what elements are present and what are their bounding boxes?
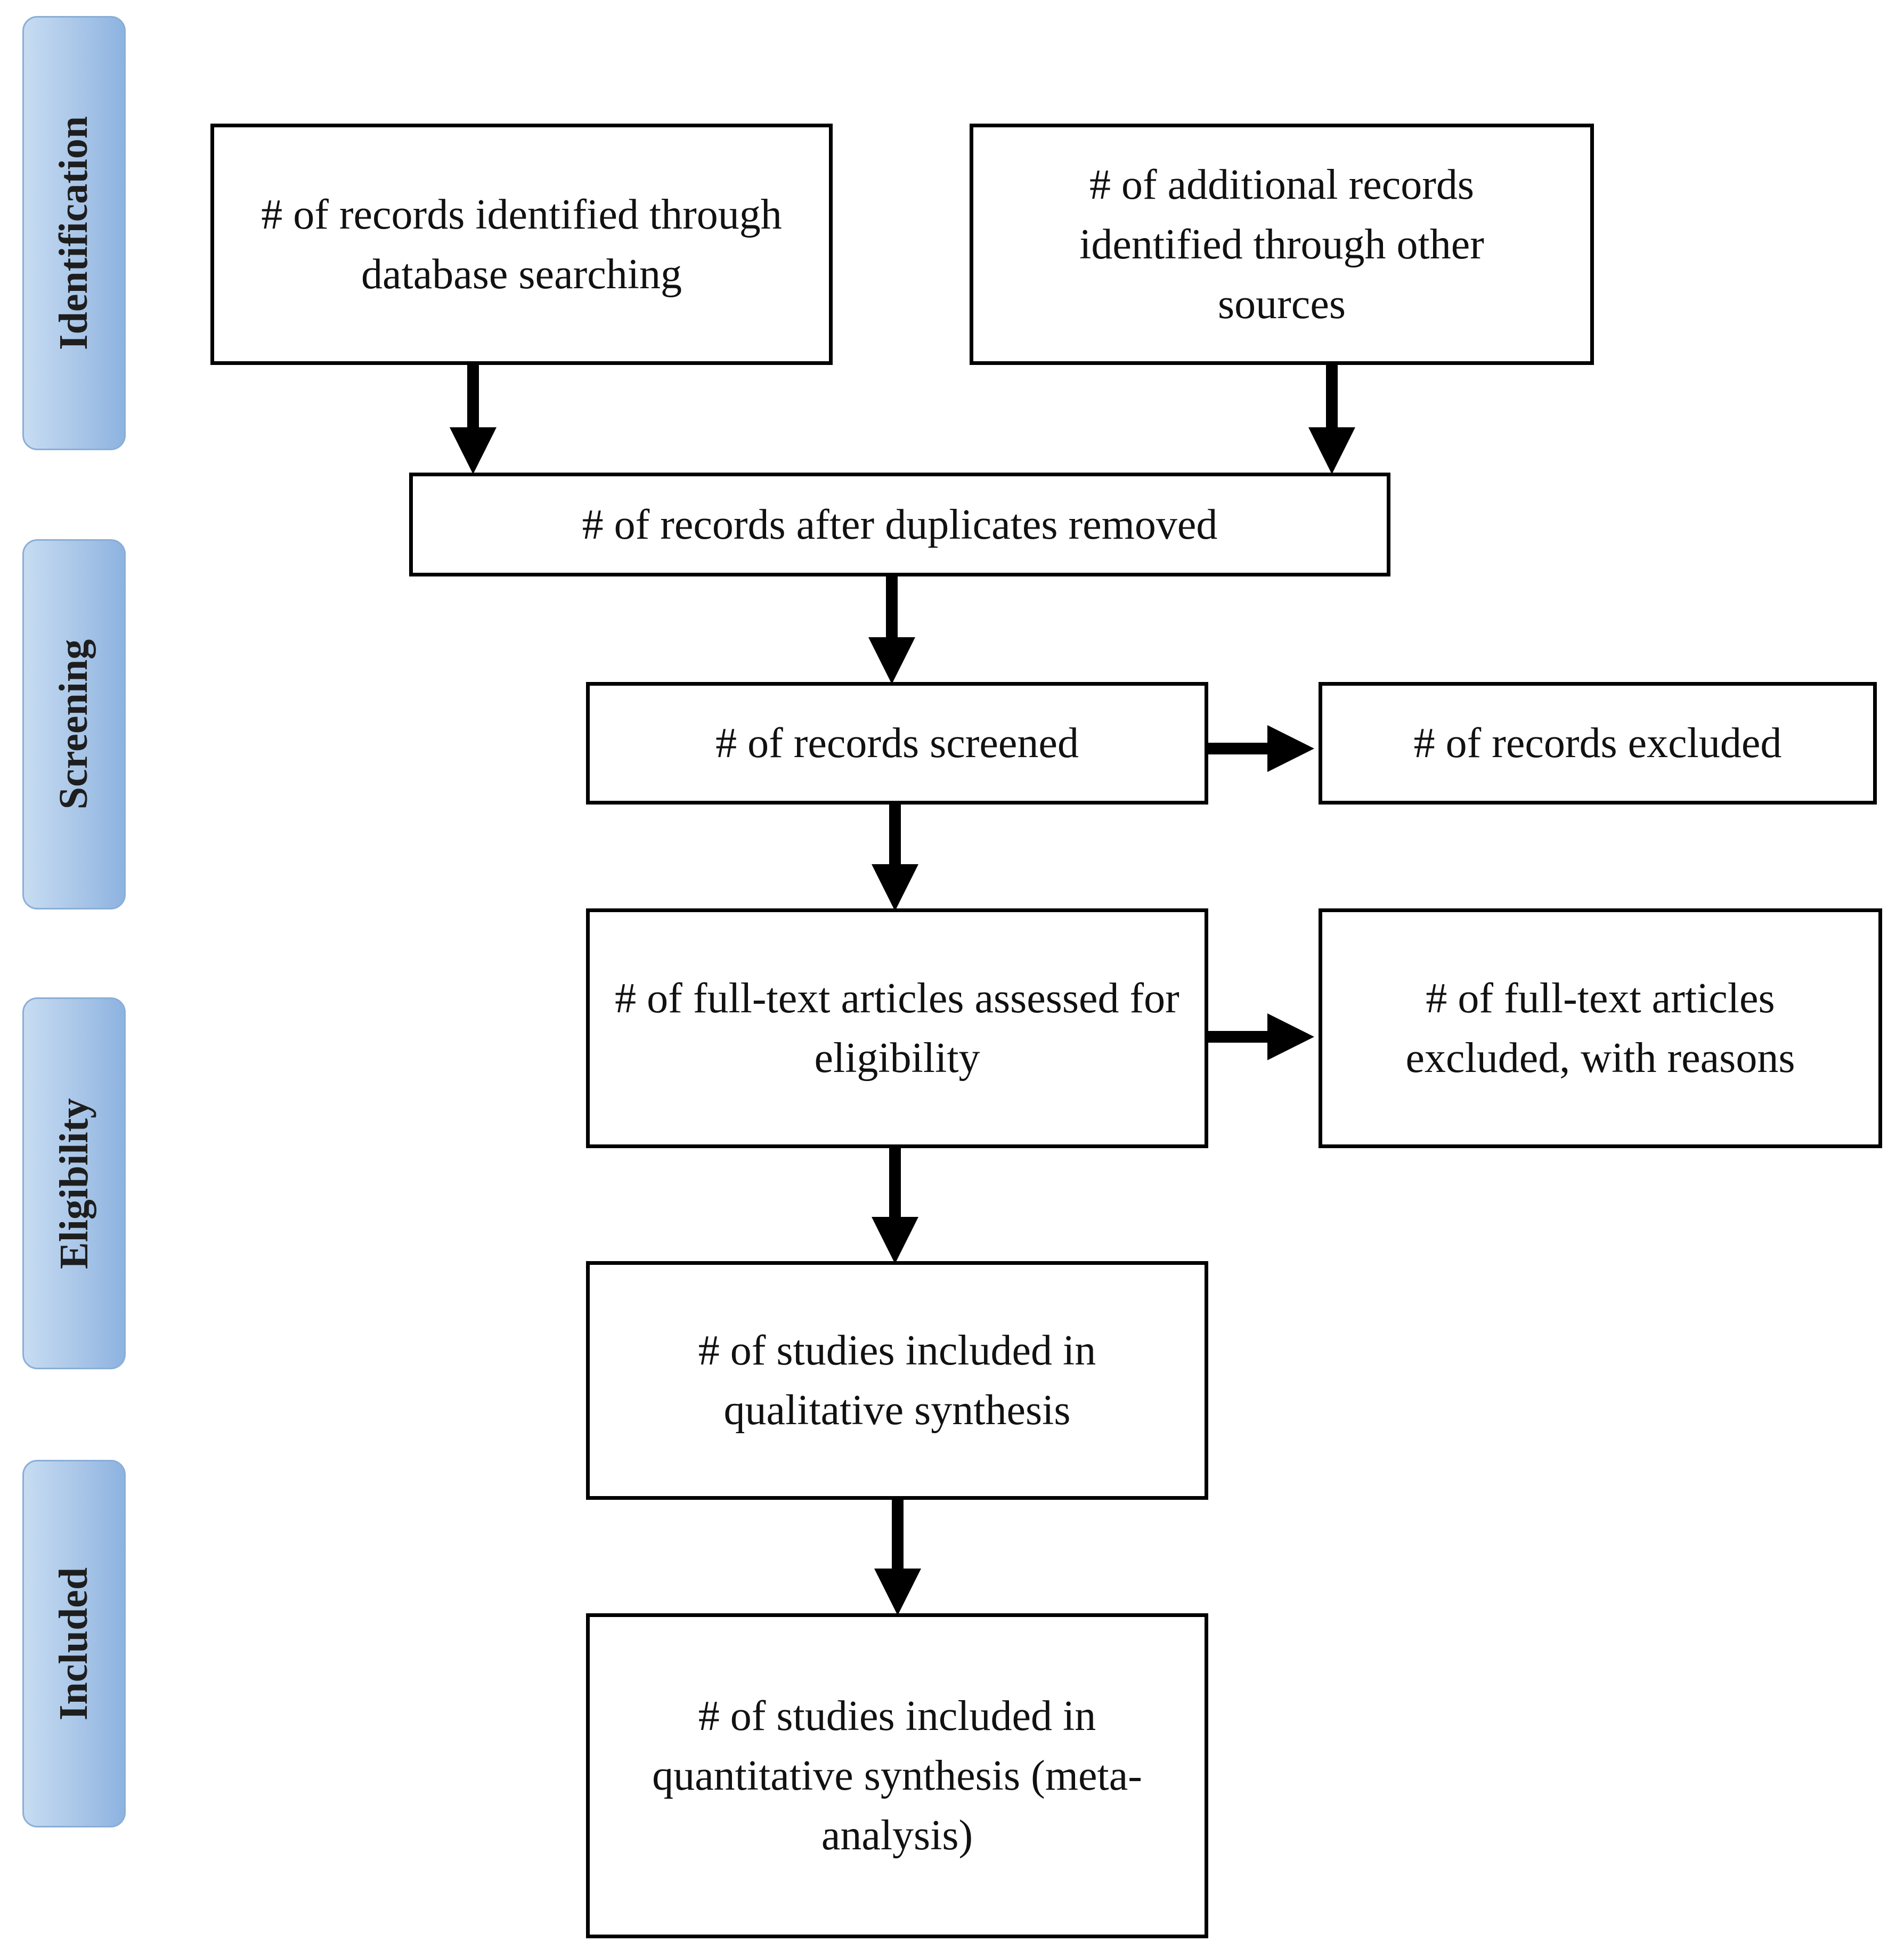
box-text: # of studies included in qualitative syn…	[698, 1327, 1096, 1434]
box-text: # of records screened	[715, 720, 1079, 767]
phase-screening: Screening	[22, 539, 126, 909]
box-text: # of records excluded	[1413, 720, 1782, 767]
box-text: # of additional records identified throu…	[1079, 161, 1484, 328]
phase-included: Included	[22, 1460, 126, 1827]
box-text: # of studies included in quantitative sy…	[652, 1693, 1142, 1859]
box-text: # of full-text articles assessed for eli…	[615, 975, 1179, 1082]
fulltext-excluded-box: # of full-text articles excluded, with r…	[1319, 908, 1882, 1148]
screened-box: # of records screened	[586, 682, 1208, 805]
phase-identification: Identification	[22, 16, 126, 450]
phase-eligibility: Eligibility	[22, 997, 126, 1369]
box-text: # of full-text articles excluded, with r…	[1405, 975, 1795, 1082]
database-search-box: # of records identified through database…	[210, 124, 833, 365]
qualitative-synthesis-box: # of studies included in qualitative syn…	[586, 1261, 1208, 1500]
duplicates-removed-box: # of records after duplicates removed	[409, 473, 1390, 576]
other-sources-box: # of additional records identified throu…	[970, 124, 1594, 365]
box-text: # of records after duplicates removed	[582, 501, 1218, 548]
quantitative-synthesis-box: # of studies included in quantitative sy…	[586, 1613, 1208, 1938]
excluded-box: # of records excluded	[1319, 682, 1877, 805]
box-text: # of records identified through database…	[261, 191, 782, 298]
fulltext-assessed-box: # of full-text articles assessed for eli…	[586, 908, 1208, 1148]
